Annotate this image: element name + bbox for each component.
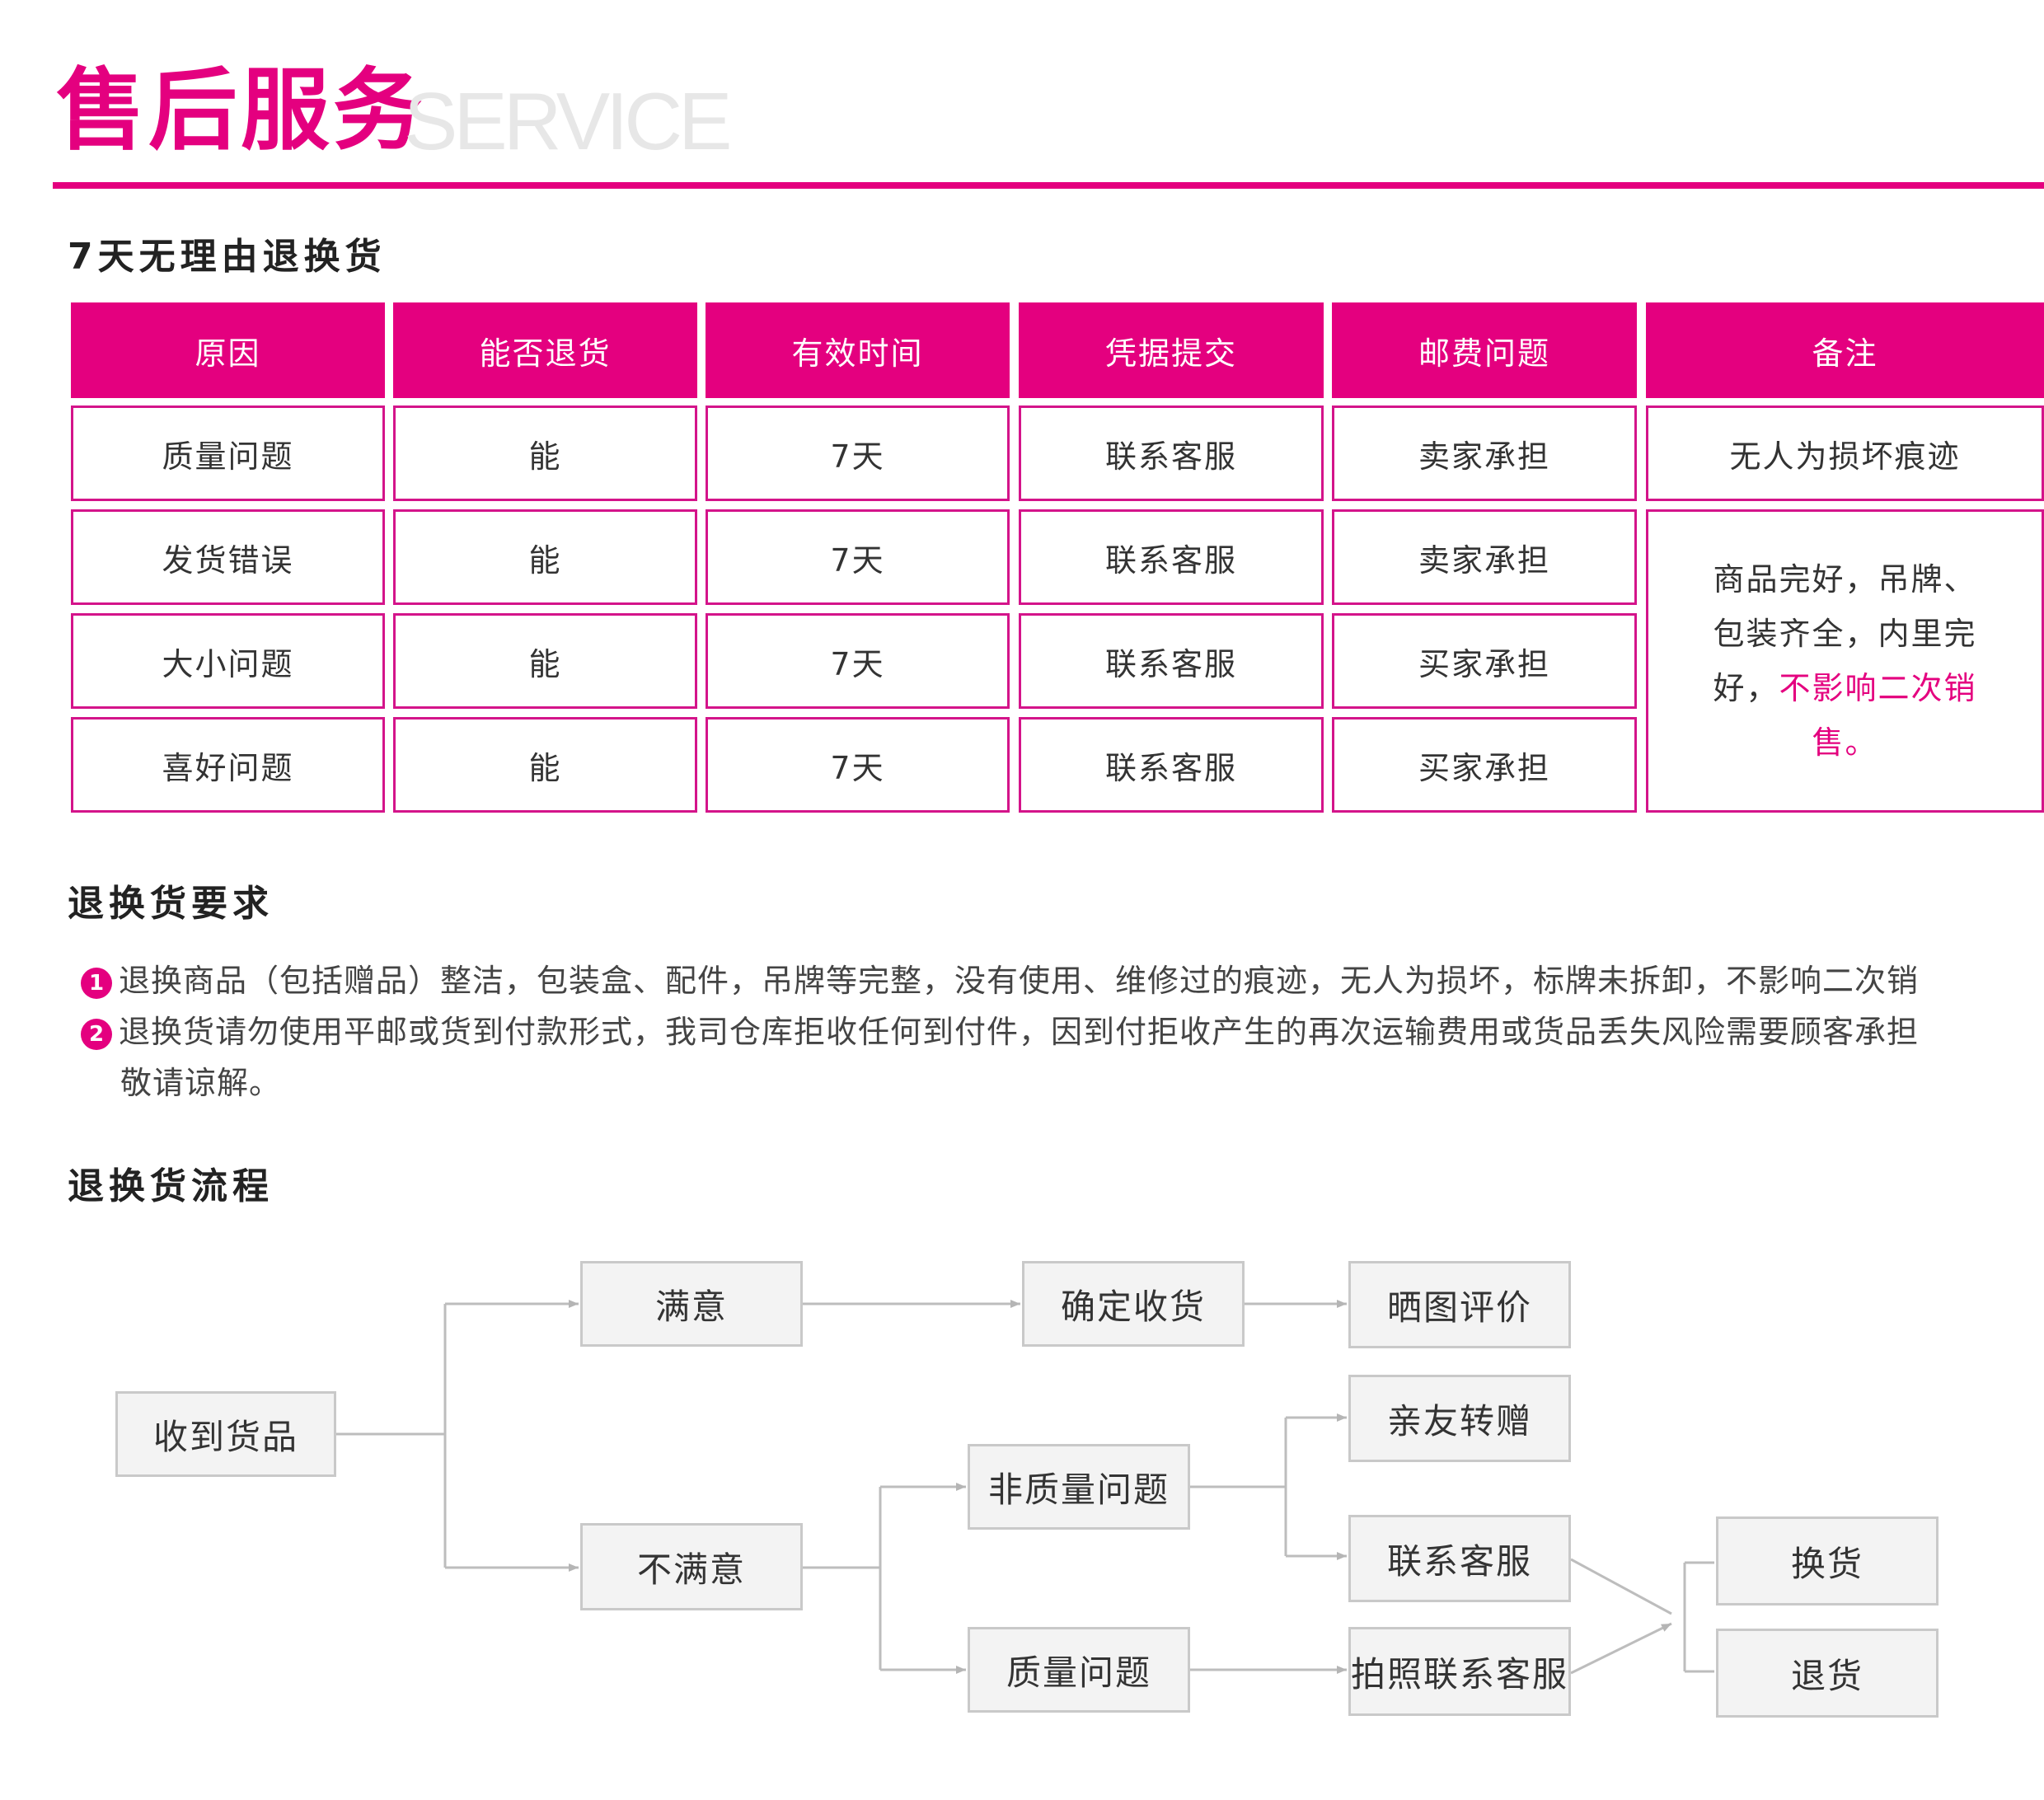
note-text-highlight: 不影响二次销 [1779, 670, 1977, 706]
table-header-cell: 能否退货 [393, 302, 697, 398]
requirement-text: 退换商品（包括赠品）整洁，包装盒、配件，吊牌等完整，没有使用、维修过的痕迹，无人… [119, 963, 1920, 999]
flow-node-review: 晒图评价 [1348, 1261, 1571, 1348]
table-cell: 买家承担 [1332, 613, 1637, 709]
note-text-plain: 好， [1713, 670, 1779, 706]
table-cell: 7天 [706, 717, 1010, 813]
requirements-title: 退换货要求 [68, 883, 274, 925]
table-header-cell: 凭据提交 [1019, 302, 1324, 398]
flow-node-gift: 亲友转赠 [1348, 1375, 1571, 1462]
table-cell: 能 [393, 405, 697, 501]
table-header-cell: 原因 [71, 302, 385, 398]
table-cell: 能 [393, 613, 697, 709]
table-cell: 买家承担 [1332, 717, 1637, 813]
table-note-cell: 无人为损坏痕迹 [1646, 405, 2044, 501]
note-line: 包装齐全，内里完 [1713, 616, 1977, 652]
flow-node-return: 退货 [1716, 1629, 1939, 1718]
table-header-cell: 邮费问题 [1332, 302, 1637, 398]
flow-title: 退换货流程 [68, 1165, 274, 1207]
table-cell: 能 [393, 509, 697, 605]
flow-node-quality: 质量问题 [968, 1627, 1190, 1713]
flow-node-contact-service: 联系客服 [1348, 1515, 1571, 1602]
flow-node-satisfied: 满意 [580, 1261, 803, 1347]
note-line: 好，不影响二次销 [1713, 661, 1976, 715]
number-badge-icon: 1 [81, 967, 112, 999]
flow-node-dissatisfied: 不满意 [580, 1523, 803, 1610]
table-header-cell: 备注 [1646, 302, 2044, 398]
table-cell: 质量问题 [71, 405, 385, 501]
table-cell: 卖家承担 [1332, 405, 1637, 501]
flow-node-non-quality: 非质量问题 [968, 1444, 1190, 1530]
note-line-highlight: 售。 [1812, 724, 1878, 761]
table-cell: 能 [393, 717, 697, 813]
table-cell: 发货错误 [71, 509, 385, 605]
flow-node-confirm: 确定收货 [1022, 1261, 1245, 1347]
note-line: 商品完好，吊牌、 [1713, 561, 1977, 598]
flow-node-receive: 收到货品 [115, 1391, 336, 1477]
title-divider [53, 182, 2044, 189]
table-cell: 卖家承担 [1332, 509, 1637, 605]
table-cell: 7天 [706, 613, 1010, 709]
flow-node-exchange: 换货 [1716, 1516, 1939, 1605]
table-cell: 联系客服 [1019, 405, 1324, 501]
table-cell: 7天 [706, 509, 1010, 605]
table-note-merged-cell: 商品完好，吊牌、 包装齐全，内里完 好，不影响二次销 售。 [1646, 509, 2044, 813]
table-cell: 联系客服 [1019, 613, 1324, 709]
flow-node-photo-contact: 拍照联系客服 [1348, 1627, 1571, 1716]
requirement-text-continued: 敬请谅解。 [120, 1065, 282, 1101]
table-cell: 大小问题 [71, 613, 385, 709]
table-cell: 喜好问题 [71, 717, 385, 813]
number-badge-icon: 2 [81, 1018, 112, 1050]
table-header-cell: 有效时间 [706, 302, 1010, 398]
table-cell: 联系客服 [1019, 717, 1324, 813]
page-title-english: SERVICE [404, 76, 732, 166]
requirement-text: 退换货请勿使用平邮或货到付款形式，我司仓库拒收任何到付件，因到付拒收产生的再次运… [119, 1014, 1920, 1050]
page-title: 售后服务 [56, 59, 426, 162]
returns-table-title: 7天无理由退换货 [68, 236, 387, 278]
table-cell: 7天 [706, 405, 1010, 501]
table-cell: 联系客服 [1019, 509, 1324, 605]
